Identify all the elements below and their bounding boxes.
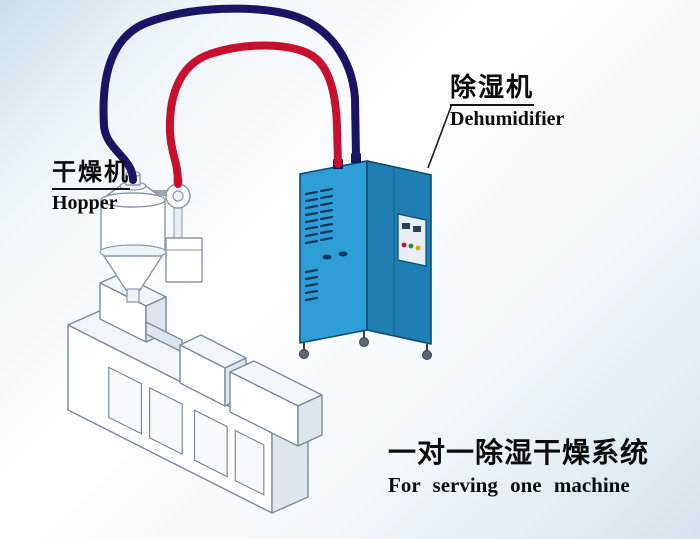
machine-door: [234, 429, 265, 496]
hopper-cone: [103, 255, 163, 291]
hopper-label-cn: 干燥机: [52, 160, 130, 191]
caster-wheel: [299, 349, 309, 359]
drying-hopper: [99, 170, 203, 303]
caster-wheel: [422, 350, 432, 360]
hopper-body: [100, 199, 166, 253]
control-display: [413, 226, 421, 232]
dry-air-pipe: [165, 41, 342, 188]
handle-oval: [322, 254, 332, 260]
indicator-light-green: [408, 243, 414, 249]
machine-door: [193, 409, 228, 478]
dehumidifier-label-en: Dehumidifier: [450, 108, 565, 131]
air-pipes: [99, 4, 360, 188]
control-panel: [397, 213, 427, 267]
system-caption-cn: 一对一除湿干燥系统: [388, 437, 650, 468]
control-display: [402, 223, 410, 229]
extruder-machine: [67, 273, 323, 514]
dehumidifier-label: 除湿机 Dehumidifier: [450, 73, 565, 131]
handle-oval: [338, 251, 348, 257]
indicator-light-amber: [415, 245, 421, 251]
caster-wheel: [359, 337, 369, 347]
dehumidifier-leader-line: [427, 103, 453, 169]
indicator-light-red: [401, 242, 407, 248]
dehumidifier-label-cn: 除湿机: [450, 73, 535, 107]
hopper-label-en: Hopper: [52, 192, 118, 215]
hopper-label: 干燥机 Hopper: [52, 160, 130, 214]
blower-pipe: [173, 205, 183, 241]
die-head-side: [297, 394, 323, 447]
blower-fan-hub: [172, 190, 184, 202]
hopper-outlet-tube: [126, 288, 140, 303]
cabinet-front-face: [299, 160, 368, 344]
machine-door: [149, 386, 183, 456]
filter-box: [165, 237, 203, 283]
vent-grille: [304, 187, 334, 302]
dehumidifier-unit: [299, 152, 432, 360]
return-air-pipe: [99, 4, 360, 184]
system-caption-en: For serving one machine: [388, 473, 630, 498]
hopper-lid-rim: [100, 192, 166, 208]
system-caption: 一对一除湿干燥系统 For serving one machine: [388, 437, 650, 498]
machine-door: [108, 366, 142, 435]
